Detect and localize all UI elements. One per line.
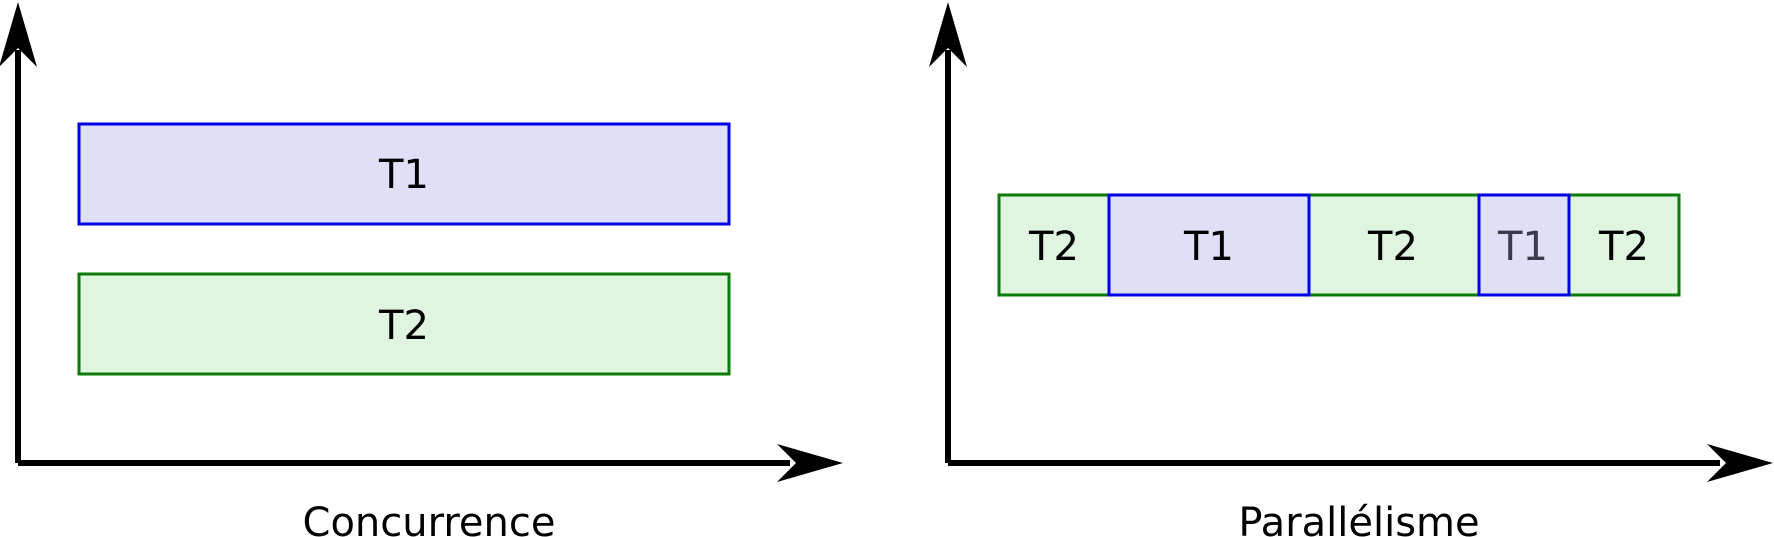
timeline-segment-4-t1: T1 <box>1477 193 1571 297</box>
timeline-segment-3-t2: T2 <box>1307 193 1481 297</box>
timeline-segment-2-t1: T1 <box>1107 193 1311 297</box>
timeline-segment-1-t2: T2 <box>997 193 1111 297</box>
left-x-axis-arrowhead <box>777 444 843 482</box>
right-y-axis-arrowhead <box>929 2 967 67</box>
timeline-segment-label: T1 <box>1183 224 1234 270</box>
right-panel-caption: Parallélisme <box>1238 500 1479 537</box>
left-task-label-t1: T1 <box>378 152 429 198</box>
timeline-segment-label: T1 <box>1497 224 1548 270</box>
left-task-bar-t1: T1 <box>77 122 731 226</box>
timeline-segment-label: T2 <box>1598 224 1649 270</box>
timeline-segment-5-t2: T2 <box>1567 193 1681 297</box>
left-panel-caption: Concurrence <box>303 500 556 537</box>
left-task-bar-t2: T2 <box>77 272 731 376</box>
timeline-segment-label: T2 <box>1367 224 1418 270</box>
timeline-segment-label: T2 <box>1028 224 1079 270</box>
left-panel: T1 T2 Concurrence <box>0 2 843 537</box>
left-task-label-t2: T2 <box>378 303 429 349</box>
right-panel: T2 T2 T2 T1 T1 Parallélisme <box>929 2 1773 537</box>
left-y-axis-arrowhead <box>0 2 37 67</box>
right-x-axis-arrowhead <box>1707 444 1773 482</box>
